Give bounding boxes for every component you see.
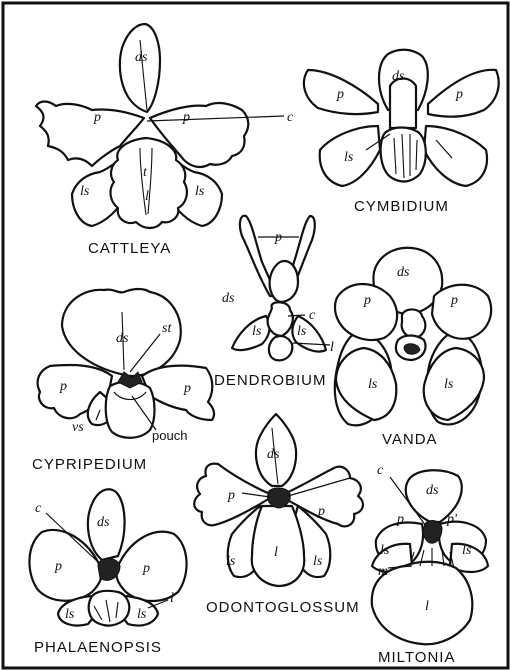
cattleya-label-ls-left: ls — [80, 184, 90, 199]
cattleya-label-c: c — [287, 110, 294, 125]
dendrobium-name: DENDROBIUM — [214, 372, 327, 389]
vanda-label-ls-right: ls — [444, 377, 454, 392]
cypripedium-drawing — [38, 289, 214, 438]
phalaenopsis-label-ls-left: ls — [65, 607, 75, 622]
vanda-drawing — [335, 248, 491, 426]
cypripedium-label-p-left: p — [59, 379, 67, 394]
cypripedium-label-pouch: pouch — [152, 428, 187, 443]
dendrobium-label-ds: ds — [222, 291, 235, 306]
miltonia-label-ds: ds — [426, 483, 439, 498]
cymbidium-label-ds: ds — [392, 69, 405, 84]
miltonia-label-p-prime: p' — [446, 512, 458, 527]
vanda-name: VANDA — [382, 431, 438, 448]
odontoglossum-drawing — [194, 414, 363, 586]
cymbidium-name: CYMBIDIUM — [354, 198, 449, 215]
cymbidium-label-ls: ls — [344, 150, 354, 165]
miltonia-name: MILTONIA — [378, 649, 455, 666]
phalaenopsis-label-c: c — [35, 501, 42, 516]
miltonia-label-ls-left: ls — [380, 543, 390, 558]
vanda-label-p-right: p — [450, 293, 458, 308]
dendrobium-label-p: p — [274, 230, 282, 245]
cypripedium-name: CYPRIPEDIUM — [32, 456, 147, 473]
miltonia-label-ls-right: ls — [462, 543, 472, 558]
vanda-label-ds: ds — [397, 265, 410, 280]
odontoglossum-label-ls-left: ls — [226, 554, 236, 569]
cymbidium-label-p-right: p — [455, 87, 463, 102]
cymbidium-label-p-left: p — [336, 87, 344, 102]
phalaenopsis-label-p-left: p — [54, 559, 62, 574]
dendrobium-label-c: c — [309, 308, 316, 323]
odontoglossum-label-ls-right: ls — [313, 554, 323, 569]
vanda-label-p-left: p — [363, 293, 371, 308]
odontoglossum-label-l: l — [274, 545, 278, 560]
cattleya-label-ds: ds — [135, 50, 148, 65]
miltonia-label-m: m — [378, 564, 388, 579]
cattleya-label-l: l — [145, 189, 149, 204]
miltonia-label-l: l — [425, 599, 429, 614]
miltonia-label-c: c — [377, 463, 384, 478]
phalaenopsis-drawing — [29, 489, 186, 625]
dendrobium-label-ls-right: ls — [297, 324, 307, 339]
cattleya-drawing — [36, 24, 284, 228]
cattleya-name: CATTLEYA — [88, 240, 171, 257]
cypripedium-label-ds: ds — [116, 331, 129, 346]
phalaenopsis-label-p-right: p — [142, 561, 150, 576]
cattleya-label-p-left: p — [93, 110, 101, 125]
dendrobium-label-ls-left: ls — [252, 324, 262, 339]
dendrobium-label-l: l — [330, 340, 334, 355]
cypripedium-label-p-right: p — [183, 381, 191, 396]
phalaenopsis-name: PHALAENOPSIS — [34, 639, 162, 656]
odontoglossum-label-p-left: p — [227, 488, 235, 503]
cattleya-label-ls-right: ls — [195, 184, 205, 199]
odontoglossum-label-ds: ds — [267, 447, 280, 462]
phalaenopsis-label-l: l — [170, 591, 174, 606]
odontoglossum-name: ODONTOGLOSSUM — [206, 599, 360, 616]
phalaenopsis-label-ls-right: ls — [137, 607, 147, 622]
cattleya-label-p-right: p — [182, 110, 190, 125]
cypripedium-label-vs: vs — [72, 420, 84, 435]
miltonia-label-p: p — [396, 512, 404, 527]
odontoglossum-label-p-right: p — [317, 504, 325, 519]
phalaenopsis-label-ds: ds — [97, 515, 110, 530]
vanda-label-ls-left: ls — [368, 377, 378, 392]
cypripedium-label-st: st — [162, 321, 172, 336]
